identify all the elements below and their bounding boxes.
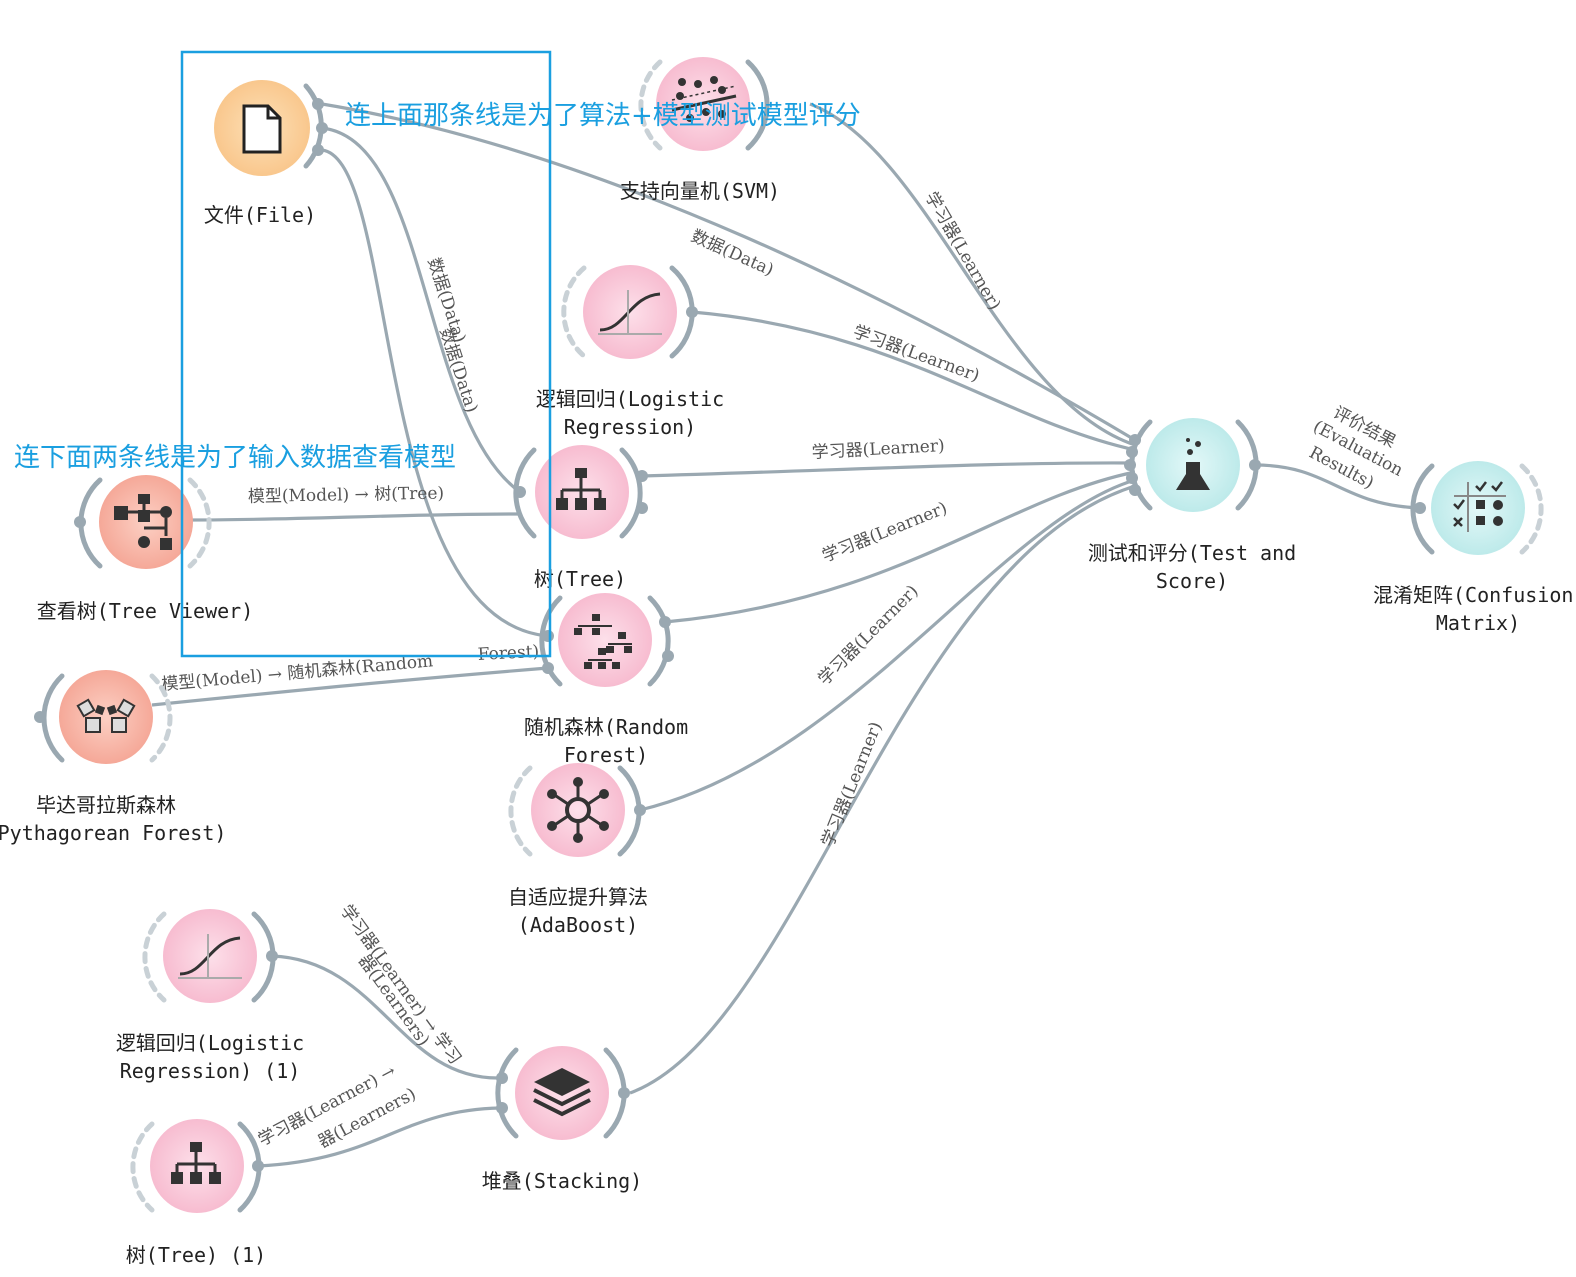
node-adaboost[interactable]: 自适应提升算法 (AdaBoost) — [508, 763, 648, 937]
confusion-label-2: Matrix) — [1436, 611, 1520, 635]
link-rf-test[interactable] — [664, 470, 1136, 624]
flask-icon — [1176, 438, 1210, 490]
pythagorean-icon — [76, 698, 136, 733]
file-icon — [242, 104, 282, 154]
random-forest-icon — [574, 614, 632, 669]
link-file-test[interactable] — [321, 102, 1136, 442]
tree1-label: 树(Tree) (1) — [126, 1243, 266, 1267]
adaboost-icon — [547, 777, 609, 843]
annotation-selection-box[interactable] — [180, 50, 552, 658]
label-file-rf: 数据(Data) — [435, 325, 481, 415]
tree-icon — [171, 1142, 221, 1184]
node-logistic-regression-1[interactable]: 逻辑回归(Logistic Regression) (1) — [116, 909, 304, 1083]
tree-viewer-label: 查看树(Tree Viewer) — [37, 599, 254, 623]
random-forest-label-1: 随机森林(Random — [524, 715, 688, 739]
links — [151, 102, 1421, 1168]
annotation-bottom[interactable]: 连下面两条线是为了输入数据查看模型 — [14, 443, 456, 473]
adaboost-label-1: 自适应提升算法 — [508, 885, 648, 909]
label-svm-learner: 学习器(Learner) — [921, 189, 1005, 314]
node-stacking[interactable]: 堆叠(Stacking) — [482, 1046, 642, 1193]
link-rf-pythagorean[interactable] — [151, 666, 549, 707]
node-pythagorean-forest[interactable]: 毕达哥拉斯森林 (Pythagorean Forest) — [0, 670, 226, 845]
label-rf-model-b: Forest) — [477, 642, 539, 665]
link-ada-test[interactable] — [639, 478, 1136, 812]
link-file-tree[interactable] — [321, 126, 521, 494]
label-logistic-learner: 学习器(Learner) — [850, 322, 982, 386]
label-stacking-learner: 学习器(Learner) — [818, 719, 886, 850]
node-confusion-matrix[interactable]: 混淆矩阵(Confusion Matrix) — [1373, 461, 1573, 635]
link-test-confusion[interactable] — [1254, 463, 1421, 510]
file-label: 文件(File) — [204, 203, 316, 227]
logistic1-label-1: 逻辑回归(Logistic — [116, 1031, 304, 1055]
svm-icon — [671, 76, 737, 122]
pythagorean-label-2: (Pythagorean Forest) — [0, 821, 226, 845]
tree-viewer-icon — [114, 494, 172, 550]
test-score-label-1: 测试和评分(Test and — [1088, 541, 1296, 565]
label-rf-model-a: 模型(Model) → 随机森林(Random — [161, 651, 434, 695]
annotation-top[interactable]: 连上面那条线是为了算法+模型测试模型评分 — [345, 101, 861, 131]
link-svm-test[interactable] — [809, 102, 1136, 447]
node-tree-viewer[interactable]: 查看树(Tree Viewer) — [37, 475, 254, 623]
node-svm[interactable]: 支持向量机(SVM) — [620, 57, 780, 203]
stacking-label: 堆叠(Stacking) — [482, 1169, 642, 1193]
node-tree-1[interactable]: 树(Tree) (1) — [126, 1119, 266, 1267]
link-logistic-test[interactable] — [691, 310, 1136, 452]
pythagorean-label-1: 毕达哥拉斯森林 — [36, 793, 176, 817]
label-tree-model: 模型(Model) → 树(Tree) — [248, 484, 445, 507]
logistic-label-1: 逻辑回归(Logistic — [536, 387, 724, 411]
link-tree1-stacking[interactable] — [257, 1106, 501, 1168]
node-random-forest[interactable]: 随机森林(Random Forest) — [524, 593, 688, 767]
label-stack-lr-1: 学习器(Learner) → 学习 — [336, 901, 465, 1068]
link-labels: 数据(Data) 数据(Data) 数据(Data) 学习器(Learner) … — [161, 189, 1407, 1153]
random-forest-label-2: Forest) — [564, 743, 648, 767]
label-ada-learner: 学习器(Learner) — [814, 581, 922, 689]
test-score-label-2: Score) — [1156, 569, 1228, 593]
node-file[interactable]: 文件(File) — [204, 80, 328, 227]
logistic1-label-2: Regression) (1) — [120, 1059, 301, 1083]
tree-icon — [556, 468, 606, 510]
node-test-and-score[interactable]: 测试和评分(Test and Score) — [1088, 418, 1296, 593]
svm-label: 支持向量机(SVM) — [620, 179, 780, 203]
confusion-label-1: 混淆矩阵(Confusion — [1373, 583, 1573, 607]
label-file-test: 数据(Data) — [688, 226, 777, 280]
label-tree-learner: 学习器(Learner) — [811, 436, 945, 463]
adaboost-label-2: (AdaBoost) — [518, 913, 638, 937]
link-logistic1-stacking[interactable] — [271, 954, 501, 1080]
link-tree-test[interactable] — [641, 461, 1136, 478]
label-rf-learner: 学习器(Learner) — [819, 498, 950, 566]
tree-label: 树(Tree) — [534, 567, 626, 591]
sigmoid-icon — [598, 290, 662, 335]
node-logistic-regression[interactable]: 逻辑回归(Logistic Regression) — [536, 265, 724, 439]
confusion-matrix-icon — [1453, 481, 1506, 532]
node-tree[interactable]: 树(Tree) — [513, 445, 648, 591]
stacking-icon — [533, 1068, 591, 1117]
sigmoid-icon — [178, 934, 242, 979]
link-file-rf[interactable] — [321, 148, 549, 638]
link-stacking-test[interactable] — [629, 484, 1136, 1095]
logistic-label-2: Regression) — [564, 415, 696, 439]
link-tree-treeviewer[interactable] — [191, 512, 521, 522]
